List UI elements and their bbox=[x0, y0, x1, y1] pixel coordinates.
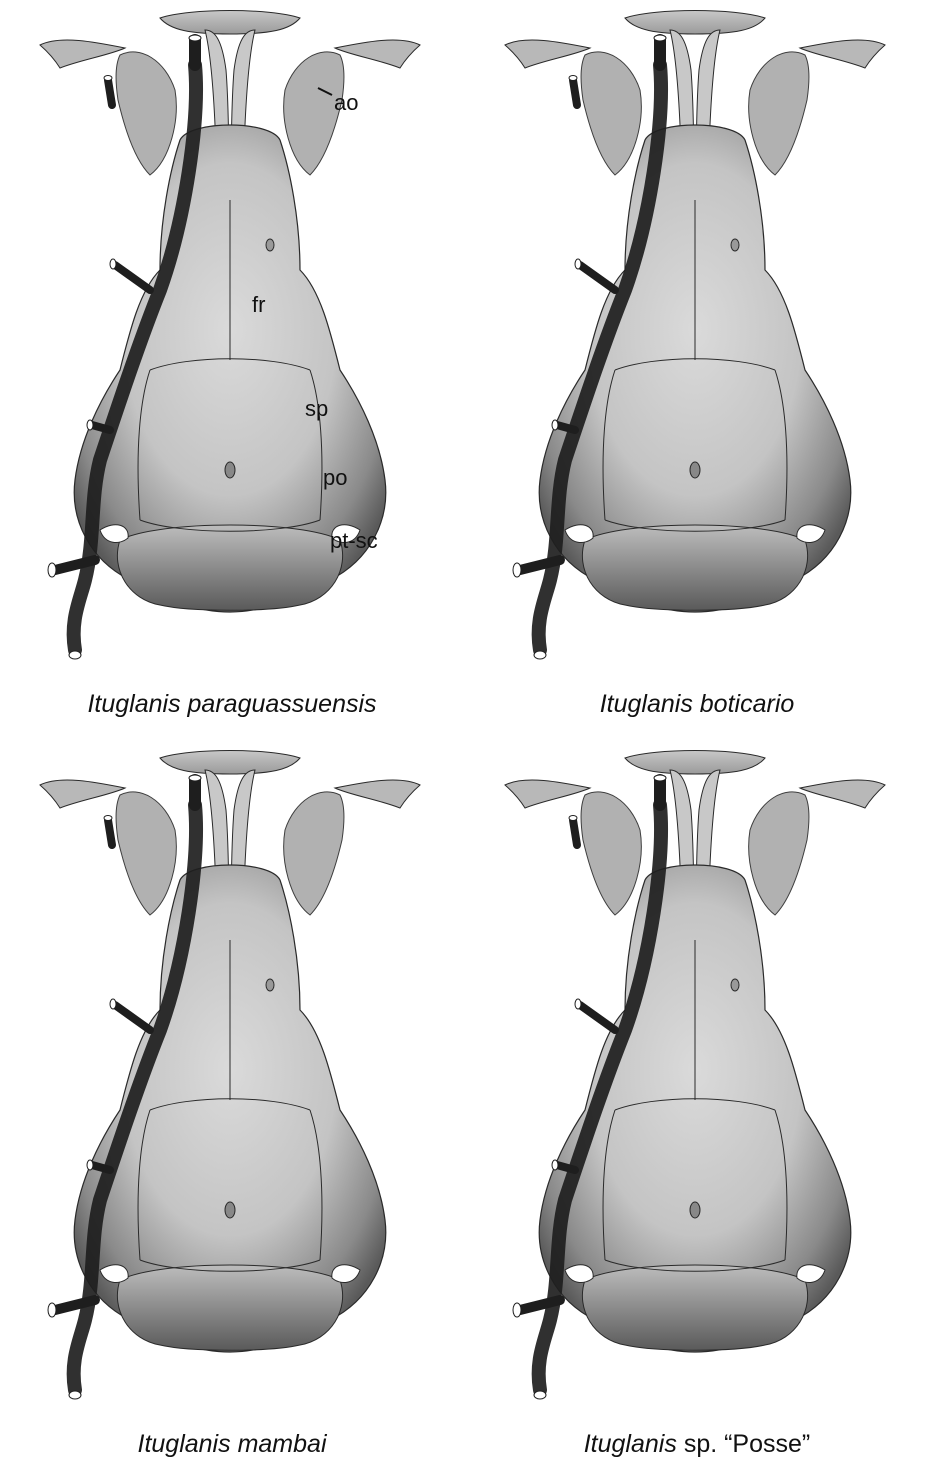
skull-drawing-paraguassuensis: ao fr sp po pt-sc bbox=[0, 0, 464, 680]
panel-posse: Ituglanis sp. “Posse” bbox=[465, 740, 929, 1480]
caption-paraguassuensis: Ituglanis paraguassuensis bbox=[0, 690, 464, 719]
caption-species: boticario bbox=[700, 690, 795, 718]
caption-posse: Ituglanis sp. “Posse” bbox=[465, 1430, 929, 1459]
panel-mambai: Ituglanis mambai bbox=[0, 740, 464, 1480]
panel-boticario: Ituglanis boticario bbox=[465, 0, 929, 740]
label-ao: ao bbox=[334, 90, 358, 115]
skull-drawing-boticario bbox=[465, 0, 929, 680]
caption-genus: Ituglanis bbox=[138, 1430, 231, 1458]
caption-mambai: Ituglanis mambai bbox=[0, 1430, 464, 1459]
label-po: po bbox=[323, 465, 347, 490]
label-pt-sc: pt-sc bbox=[330, 528, 378, 553]
caption-boticario: Ituglanis boticario bbox=[465, 690, 929, 719]
skull-drawing-posse bbox=[465, 740, 929, 1420]
caption-species: paraguassuensis bbox=[188, 690, 377, 718]
caption-genus: Ituglanis bbox=[584, 1430, 677, 1458]
label-sp: sp bbox=[305, 396, 328, 421]
caption-genus: Ituglanis bbox=[87, 690, 180, 718]
skull-drawing-mambai bbox=[0, 740, 464, 1420]
caption-species: mambai bbox=[238, 1430, 327, 1458]
label-fr: fr bbox=[252, 292, 265, 317]
caption-genus: Ituglanis bbox=[600, 690, 693, 718]
panel-paraguassuensis: ao fr sp po pt-sc Ituglanis paraguassuen… bbox=[0, 0, 464, 740]
caption-species: sp. “Posse” bbox=[684, 1430, 810, 1458]
